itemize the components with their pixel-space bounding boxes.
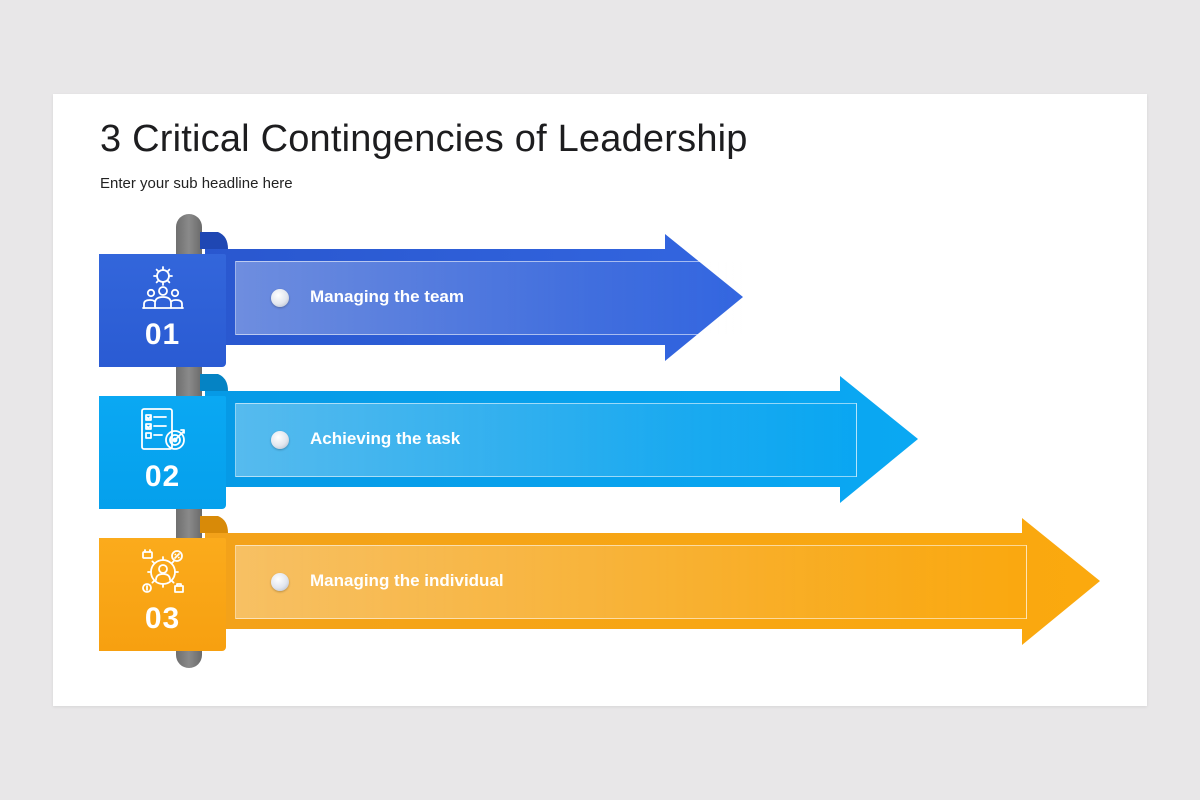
step-tab-02: 02 (99, 396, 226, 509)
bullet-01 (271, 289, 289, 307)
step-number-03: 03 (144, 602, 181, 635)
slide-title: 3 Critical Contingencies of Leadership (100, 118, 748, 160)
checklist-target-icon (141, 408, 185, 450)
step-label-03: Managing the individual (310, 571, 504, 590)
arrow-01 (205, 234, 743, 361)
step-textbox-01[interactable]: Managing the team (235, 261, 747, 335)
slide-subtitle: Enter your sub headline here (100, 175, 293, 192)
step-number-01: 01 (144, 318, 181, 351)
step-tab-01: 01 (99, 254, 226, 367)
arrow-02 (205, 376, 918, 503)
ribbon-fold-03 (200, 516, 228, 533)
step-textbox-02[interactable]: Achieving the task (235, 403, 857, 477)
bullet-03 (271, 573, 289, 591)
step-number-02: 02 (144, 460, 181, 493)
person-gear-icon (142, 549, 184, 593)
ribbon-fold-01 (200, 232, 228, 249)
step-label-01: Managing the team (310, 287, 464, 306)
team-gear-icon (142, 266, 184, 309)
step-label-02: Achieving the task (310, 429, 461, 448)
ribbon-fold-02 (200, 374, 228, 391)
arrow-03 (205, 518, 1100, 645)
bullet-02 (271, 431, 289, 449)
step-textbox-03[interactable]: Managing the individual (235, 545, 1027, 619)
step-tab-03: 03 (99, 538, 226, 651)
